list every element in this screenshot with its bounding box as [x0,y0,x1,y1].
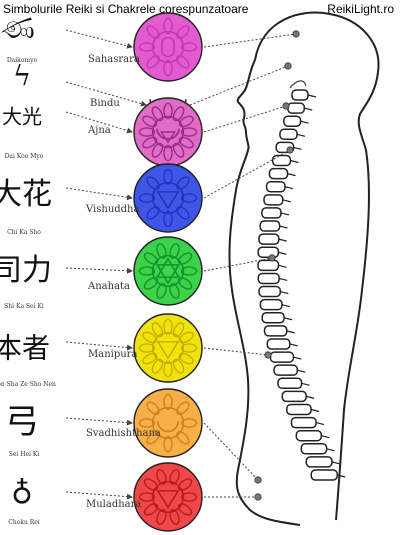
reiki-symbol: 大光 Dai Koo Myo [2,105,44,161]
connectors [65,29,300,501]
chakra-label: Svadhishthana [86,428,161,439]
chakra-ajna [133,97,203,167]
vertebra [257,272,288,285]
chakra-label: Anahata [87,281,130,292]
chakra-anahata [133,236,203,306]
vertebra [259,298,291,311]
svg-text:ණ: ණ [1,11,35,46]
reiki-symbol-name: Choku Rei [8,519,40,526]
chakra-manipura [133,313,203,383]
chakra-label: Manipura [88,349,137,360]
chakra-vishuddha [133,163,203,233]
reiki-symbol: ♁ Choku Rei [8,473,40,526]
reiki-symbol-name: Shi Ka Sei Ki [4,303,44,310]
vertebra [287,102,313,114]
spine [257,89,346,481]
svg-text:本者: 本者 [0,332,50,365]
reiki-symbol-name: Hon Sha Ze Sho Nen [0,381,56,388]
vertebra [279,128,306,141]
chakra-label: Bindu [90,98,120,109]
chakra-muladhara [133,462,203,532]
svg-text:♁: ♁ [11,473,33,508]
vertebra [257,259,287,272]
reiki-symbol-name: Chi Ka Sho [7,229,41,236]
vertebra [291,89,317,101]
svg-text:大光: 大光 [2,105,42,129]
chakra-sahasrara [133,12,203,82]
vertebra [259,220,288,232]
chakra-label: Vishuddha [85,204,140,215]
svg-text:司力: 司力 [0,253,52,288]
vertebra [269,351,302,363]
vertebra [263,194,291,206]
vertebra [261,207,290,219]
chakra-label: Sahasrara [88,54,140,65]
vertebra [271,154,299,167]
vertebra [310,469,346,481]
reiki-symbol: ϟ [13,60,31,93]
vertebra [295,429,330,442]
site-name: ReikiLight.ro [327,2,394,16]
vertebra [263,325,295,337]
body-silhouette [228,11,380,526]
reiki-symbol-name: Sei Hei Ki [9,451,40,458]
vertebra [258,285,289,298]
vertebra [281,390,315,403]
vertebra [277,377,310,390]
vertebra [268,167,296,180]
chakra-svadhishthana [133,388,203,458]
vertebra [305,456,341,468]
chakra-label: Ajna [87,125,111,136]
vertebra [273,364,306,376]
reiki-symbol: 弓 Sei Hei Ki [5,402,39,458]
reiki-symbol-name: Dai Koo Myo [5,153,44,160]
reiki-symbol: 司力 Shi Ka Sei Ki [0,253,52,310]
reiki-symbol: 本者 Hon Sha Ze Sho Nen [0,332,56,389]
chakra-label: Muladhara [86,499,141,510]
vertebra [266,338,298,350]
diagram-title: Simbolurile Reiki si Chakrele corespunza… [3,2,249,16]
svg-text:大花: 大花 [0,177,52,212]
reiki-symbol: 大花 Chi Ka Sho [0,177,52,236]
svg-text:ϟ: ϟ [13,60,31,93]
vertebra [265,180,294,193]
svg-text:弓: 弓 [5,402,39,442]
vertebra [258,233,287,245]
vertebra [283,115,309,127]
vertebra [286,403,320,416]
vertebra [300,443,335,455]
vertebra [290,416,325,429]
reiki-symbol-name: Daikomyo [7,57,38,64]
chakra-column: SahasraraBinduAjnaVishuddhaAnahataManipu… [85,12,203,532]
reiki-symbol: ණ Daikomyo [1,11,37,64]
vertebra [261,312,293,324]
